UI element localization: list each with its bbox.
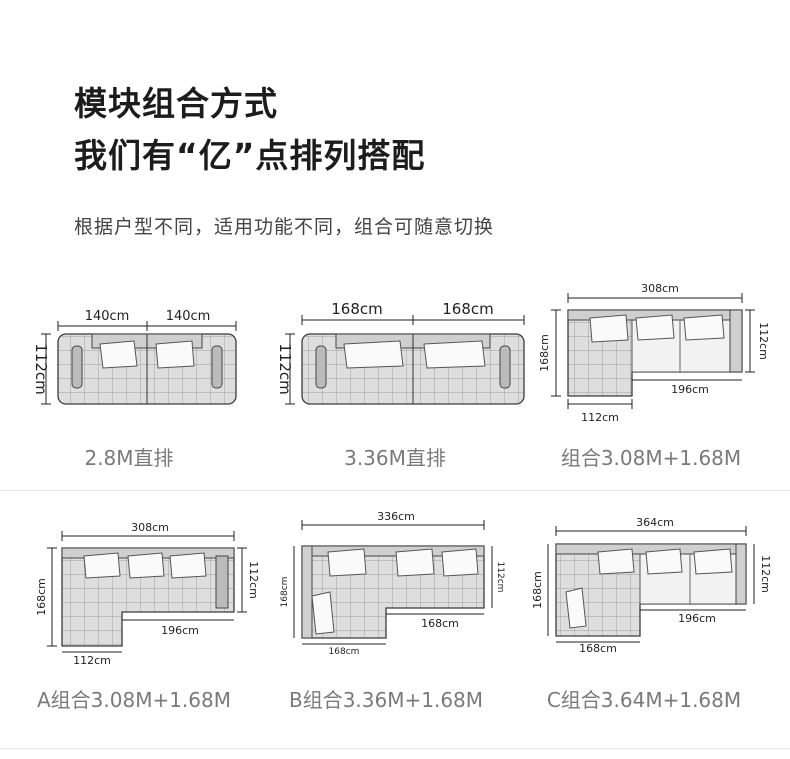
diagram-combo-3-08m — [551, 293, 755, 409]
diagram-combo-c — [547, 526, 755, 643]
dim-ca-depth: 112cm — [247, 561, 260, 599]
dim-cc-chaise-w: 168cm — [579, 642, 617, 655]
dim-c3-seat: 196cm — [671, 383, 709, 396]
dim-cb-total: 336cm — [377, 510, 415, 523]
dim-ca-chaise: 168cm — [35, 578, 48, 616]
dim-c3-depth: 112cm — [757, 322, 770, 360]
subtitle: 根据户型不同，适用功能不同，组合可随意切换 — [74, 216, 495, 238]
caption-combo-3-08m: 组合3.08M+1.68M — [560, 446, 742, 470]
caption-combo-b: B组合3.36M+1.68M — [288, 688, 484, 712]
dim-c3-chaise: 168cm — [538, 334, 551, 372]
dim-ca-chaise-w: 112cm — [73, 654, 111, 667]
dim-c2-w2: 168cm — [442, 300, 494, 318]
dim-cb-seat: 168cm — [421, 617, 459, 630]
diagram-3-36m-straight — [285, 315, 525, 405]
dim-cb-chaise-w: 168cm — [329, 647, 360, 657]
dim-c3-chaise-w: 112cm — [581, 411, 619, 424]
dim-cb-chaise: 168cm — [280, 577, 290, 608]
dim-c1-w2: 140cm — [166, 309, 211, 324]
dim-cc-seat: 196cm — [678, 612, 716, 625]
dim-cc-chaise: 168cm — [531, 571, 544, 609]
heading-line2: 我们有“亿”点排列搭配 — [74, 136, 426, 175]
caption-2-8m: 2.8M直排 — [84, 446, 174, 470]
dim-c2-w1: 168cm — [331, 300, 383, 318]
dim-c1-w1: 140cm — [85, 309, 130, 324]
dim-ca-total: 308cm — [131, 521, 169, 534]
dim-cc-total: 364cm — [636, 516, 674, 529]
caption-3-36m: 3.36M直排 — [344, 446, 446, 470]
dim-c1-depth: 112cm — [32, 343, 50, 395]
dim-ca-seat: 196cm — [161, 624, 199, 637]
dim-cb-depth: 112cm — [495, 562, 505, 593]
bottom-divider — [0, 748, 790, 749]
dim-cc-depth: 112cm — [759, 555, 772, 593]
caption-combo-c: C组合3.64M+1.68M — [546, 688, 742, 712]
diagram-combo-b — [293, 520, 493, 645]
row-divider — [0, 490, 790, 491]
dim-c3-total: 308cm — [641, 282, 679, 295]
dim-c2-depth: 112cm — [276, 343, 294, 395]
caption-combo-a: A组合3.08M+1.68M — [36, 688, 231, 712]
diagram-2-8m-straight — [41, 321, 237, 405]
heading-line1: 模块组合方式 — [74, 84, 278, 123]
diagram-combo-a — [47, 531, 247, 653]
